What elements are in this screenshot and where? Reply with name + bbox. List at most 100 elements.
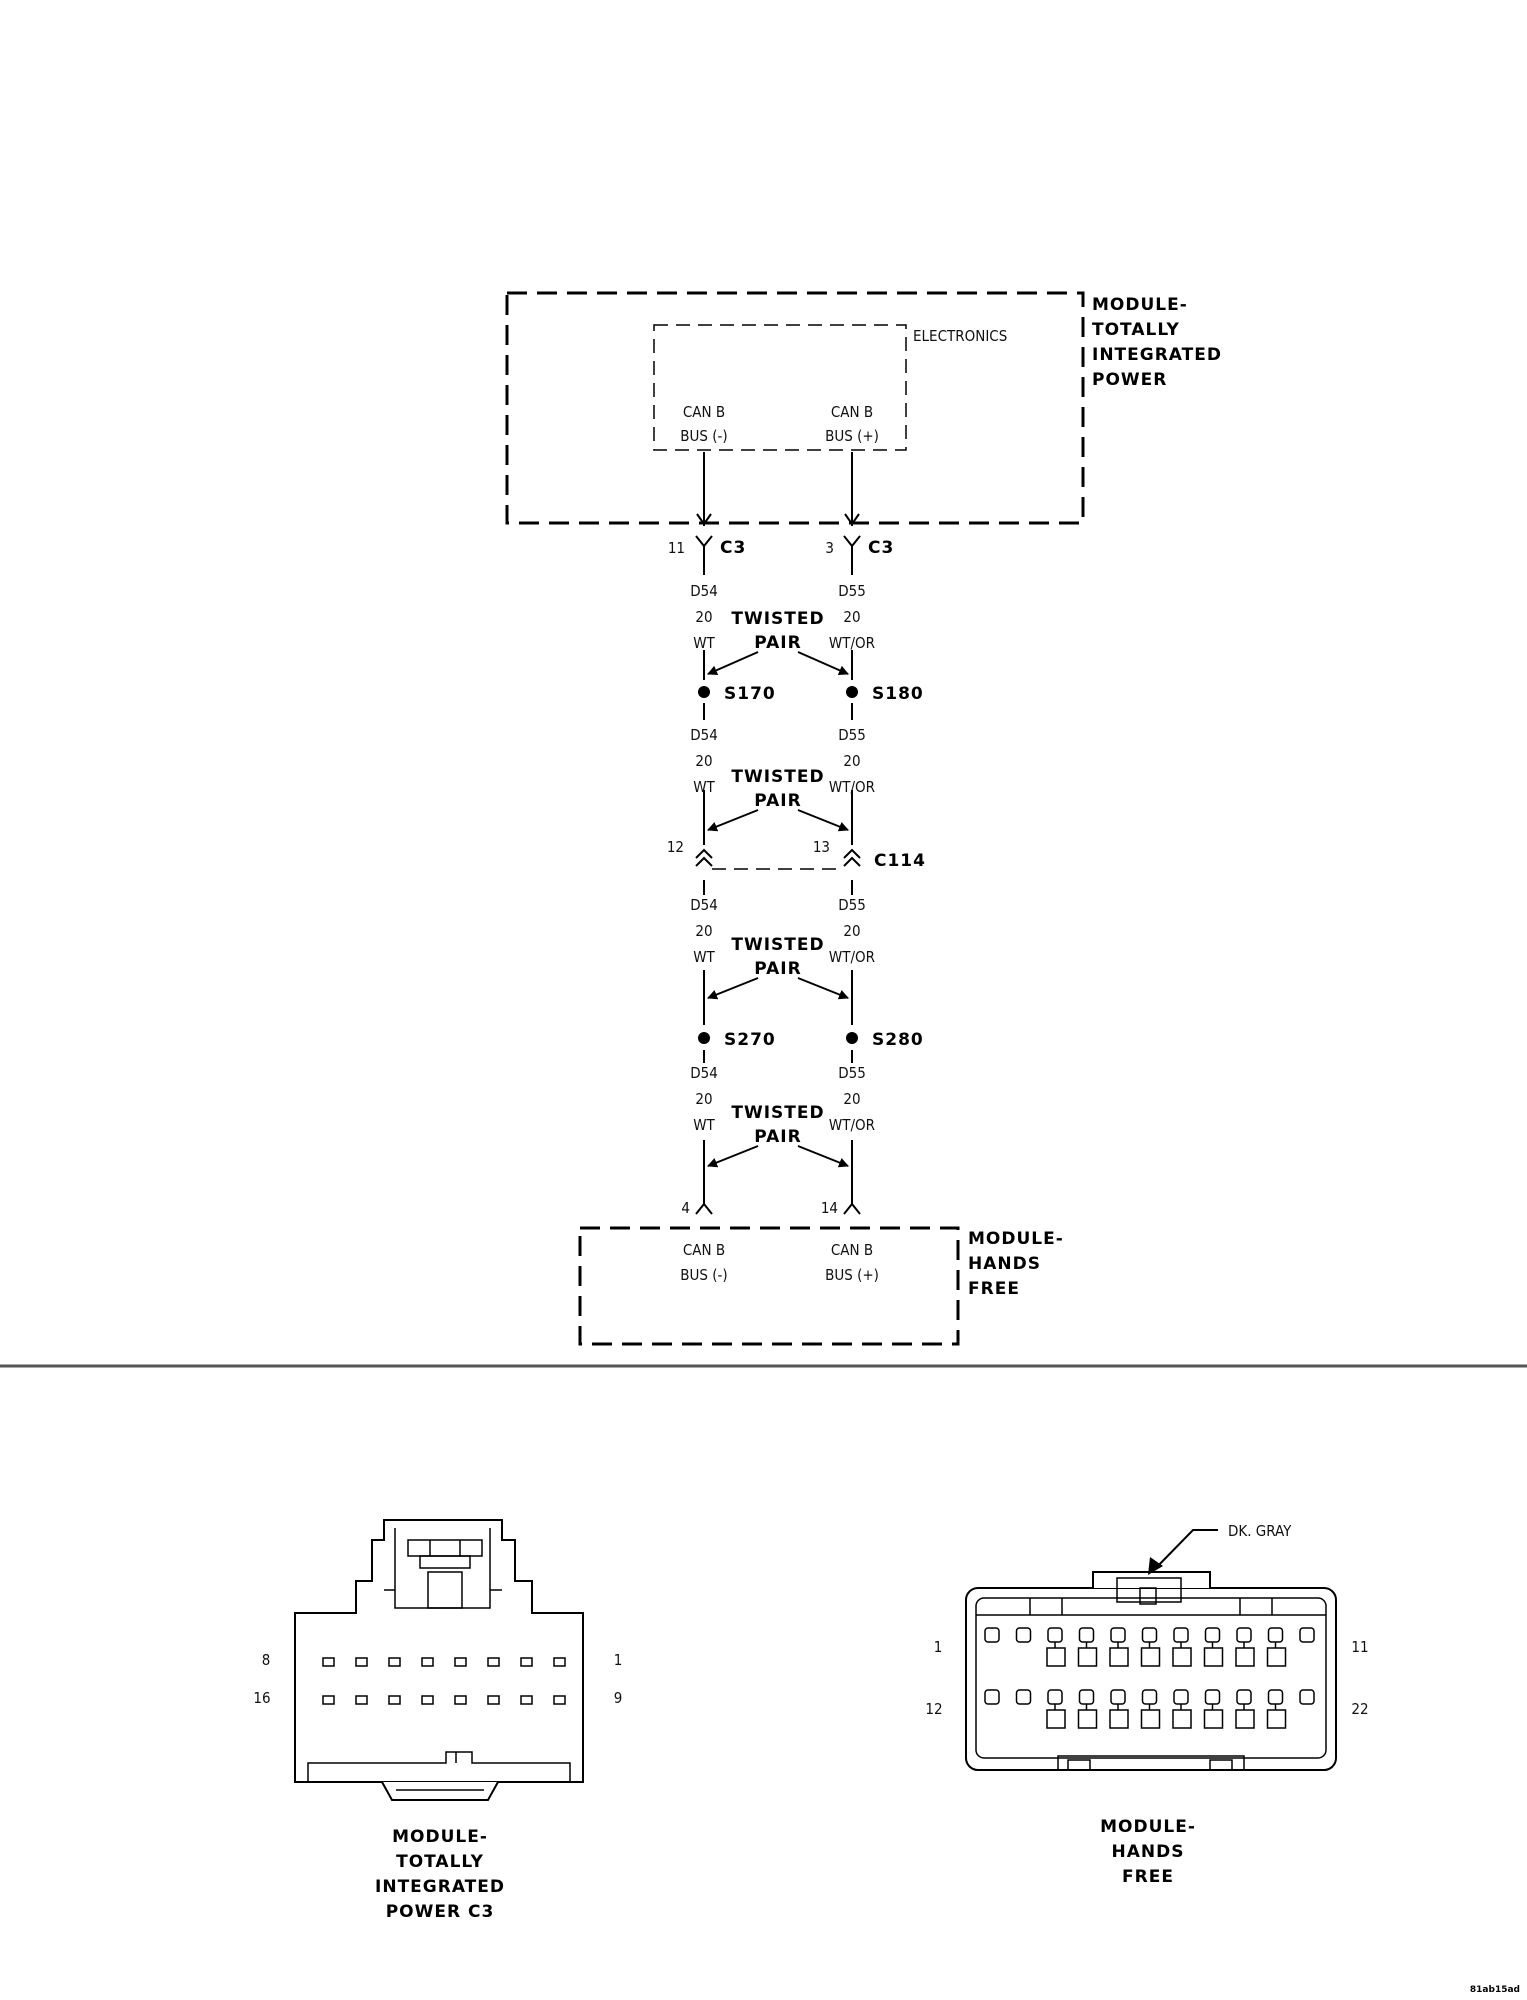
tip-c3-caption-line-3: INTEGRATED	[375, 1877, 505, 1897]
right-wire-gauge: 20	[843, 922, 860, 940]
left-wire-gauge: 20	[695, 1090, 712, 1108]
twisted-pair-label-2: PAIR	[754, 791, 801, 811]
hf-pin-cavity	[1140, 1647, 1161, 1667]
hf-right-pin: 14	[821, 1199, 838, 1217]
tip-c3-pin-row-bottom	[322, 1695, 566, 1705]
left-wire-gauge: 20	[695, 752, 712, 770]
wire-labels-1: D54 20 WT D55 20 WT/OR TWISTED PAIR	[690, 582, 875, 675]
hf-pin-cavity	[1172, 1647, 1192, 1667]
hf-pin-latch	[1299, 1627, 1315, 1643]
pin-cavity	[520, 1657, 533, 1667]
hf-neg-pin-line-2: BUS (-)	[680, 1266, 727, 1284]
right-wire-code: D55	[838, 896, 866, 914]
right-wire-code: D55	[838, 726, 866, 744]
hf-pin-latch	[984, 1689, 1000, 1705]
tip-c3-pin-label-1: 1	[614, 1651, 623, 1669]
left-wire-code: D54	[690, 896, 718, 914]
left-wire-color: WT	[693, 948, 715, 966]
left-wire-gauge: 20	[695, 608, 712, 626]
electronics-box	[653, 324, 907, 451]
pin-cavity	[487, 1695, 500, 1705]
pin-cavity	[355, 1695, 368, 1705]
hf-pin-cavity	[1140, 1709, 1161, 1729]
hf-pin-latch	[984, 1627, 1000, 1643]
right-wire-color: WT/OR	[829, 778, 875, 796]
right-wire-gauge: 20	[843, 752, 860, 770]
hf-pin-cavity	[1235, 1647, 1255, 1667]
electronics-label: ELECTRONICS	[913, 327, 1007, 345]
hf-pos-pin-line-2: BUS (+)	[825, 1266, 879, 1284]
hf-module-outline	[578, 1226, 960, 1346]
hf-color-label: DK. GRAY	[1228, 1522, 1292, 1540]
c114-pin-left: 12	[667, 838, 684, 856]
c3-right-pin: 3	[825, 539, 834, 557]
pin-cavity	[388, 1695, 401, 1705]
pin-cavity	[421, 1695, 434, 1705]
c114-pin-right: 13	[813, 838, 830, 856]
splice-s170-label: S170	[724, 684, 776, 704]
hf-pin-label-12: 12	[925, 1700, 942, 1718]
tip-c3-caption-line-1: MODULE-	[392, 1827, 488, 1847]
splice-s270: S270	[698, 1030, 775, 1050]
splice-s180: S180	[846, 684, 924, 704]
right-wire-gauge: 20	[843, 608, 860, 626]
splice-s170: S170	[698, 684, 776, 704]
left-wire-color: WT	[693, 1116, 715, 1134]
tip-name-line-2: TOTALLY	[1092, 320, 1180, 340]
connector-c3-left: 11 C3	[668, 535, 746, 562]
pin-cavity	[520, 1695, 533, 1705]
tip-module-outline	[505, 291, 1085, 525]
tip-c3-pin-row-top	[322, 1657, 566, 1667]
hf-module: CAN B BUS (-) CAN B BUS (+) MODULE- HAND…	[578, 1226, 1063, 1346]
pin-cavity	[454, 1657, 467, 1667]
hf-pos-pin-line-1: CAN B	[831, 1241, 873, 1259]
right-wire-color: WT/OR	[829, 634, 875, 652]
twisted-pair-label-2: PAIR	[754, 959, 801, 979]
connector-hf-right: 14	[821, 1193, 861, 1217]
tip-c3-pin-label-8: 8	[262, 1651, 271, 1669]
pin-cavity	[421, 1657, 434, 1667]
tip-neg-pin-line-2: BUS (-)	[680, 427, 727, 445]
tip-name-line-3: INTEGRATED	[1092, 345, 1222, 365]
left-wire-code: D54	[690, 1064, 718, 1082]
hf-pin-cavity	[1077, 1647, 1098, 1667]
connector-c3-right: 3 C3	[825, 535, 893, 562]
wire-labels-3: D54 20 WT D55 20 WT/OR TWISTED PAIR	[690, 896, 875, 1000]
splice-s280: S280	[846, 1030, 924, 1050]
c3-left-name: C3	[720, 538, 746, 558]
splice-s280-label: S280	[872, 1030, 924, 1050]
c114-name: C114	[874, 851, 926, 871]
hf-name-line-3: FREE	[968, 1279, 1020, 1299]
hf-neg-pin-line-1: CAN B	[683, 1241, 725, 1259]
hf-pin-cavity	[1109, 1709, 1129, 1729]
tip-c3-connector-view: 8 1 16 9 MODULE- TOTALLY INTEGRATED POWE…	[253, 1519, 623, 1922]
hf-caption-line-2: HANDS	[1112, 1842, 1185, 1862]
pin-cavity	[388, 1657, 401, 1667]
pin-cavity	[322, 1695, 335, 1705]
hf-pin-cavity	[1109, 1647, 1129, 1667]
right-wire-color: WT/OR	[829, 948, 875, 966]
hf-pin-latch	[1299, 1689, 1315, 1705]
tip-name-line-4: POWER	[1092, 370, 1167, 390]
tip-name-line-1: MODULE-	[1092, 295, 1188, 315]
tip-module: ELECTRONICS MODULE- TOTALLY INTEGRATED P…	[505, 291, 1222, 525]
hf-pin-latch	[1015, 1627, 1032, 1643]
splice-s180-label: S180	[872, 684, 924, 704]
hf-pin-cavity	[1266, 1709, 1287, 1729]
hf-pin-label-11: 11	[1351, 1638, 1368, 1656]
tip-c3-pin-label-9: 9	[614, 1689, 623, 1707]
left-wire-code: D54	[690, 582, 718, 600]
hf-pin-cavity	[1266, 1647, 1287, 1667]
wire-labels-4: D54 20 WT D55 20 WT/OR TWISTED PAIR	[690, 1064, 875, 1168]
left-wire-color: WT	[693, 634, 715, 652]
hf-pin-cavity	[1203, 1647, 1224, 1667]
c3-left-arrow	[696, 513, 712, 526]
hf-caption-line-1: MODULE-	[1100, 1817, 1196, 1837]
tip-neg-pin-line-1: CAN B	[683, 403, 725, 421]
hf-pin-cavity	[1077, 1709, 1098, 1729]
c3-left-pin: 11	[668, 539, 685, 557]
tip-c3-caption-line-2: TOTALLY	[396, 1852, 484, 1872]
hf-pin-label-1: 1	[934, 1638, 943, 1656]
twisted-pair-label: TWISTED	[731, 767, 824, 787]
